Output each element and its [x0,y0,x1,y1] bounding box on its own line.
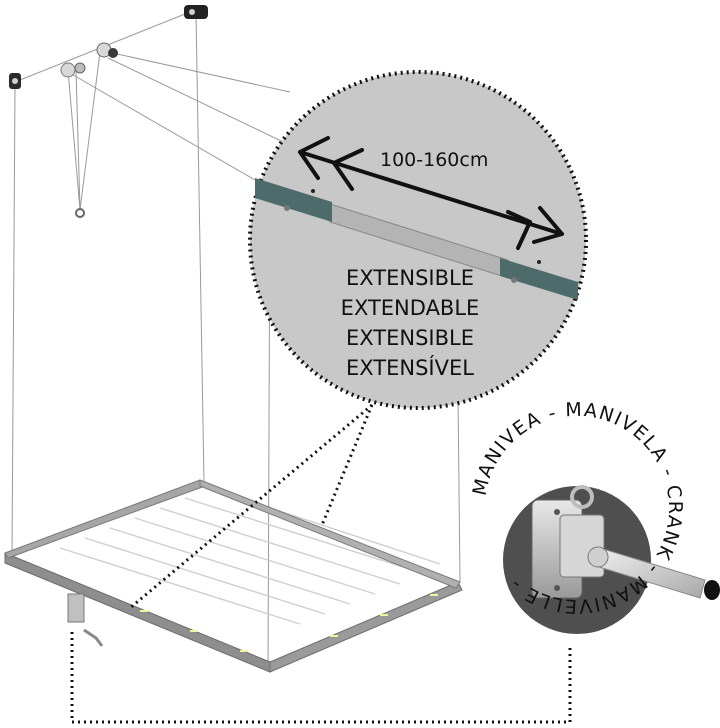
dimension-arrow-icon [298,136,564,250]
extensible-label-4: EXTENSÍVEL [346,355,474,380]
extensible-label-3: EXTENSIBLE [346,326,474,350]
crank-detail-circle [503,485,720,634]
zoom-circle-extensible: 100-160cm EXTENSIBLE EXTENDABLE EXTENSIB… [248,70,588,410]
rack-front-bar [4,552,271,673]
wall-crank-handle-icon [83,628,104,647]
pulley-left-icon [9,73,21,89]
rack-back-bar [199,479,461,589]
rack-left-bar [4,479,206,559]
wall-crank-bracket-icon [67,593,85,623]
pulley-top-icon [184,5,208,19]
ceiling-pulley-system [11,11,461,673]
extensible-bar-left-teal [255,178,332,222]
extensible-label-1: EXTENSIBLE [346,266,474,290]
extensible-label-2: EXTENDABLE [341,296,480,320]
pulley-middle-icon [60,62,86,218]
dimension-label: 100-160cm [380,149,488,171]
rack-right-bar [269,581,463,673]
extensible-bar-right-teal [500,258,578,300]
callout-dotted-lines [70,403,572,724]
drying-rack [4,479,463,673]
pulley-upper-icon [96,42,118,58]
